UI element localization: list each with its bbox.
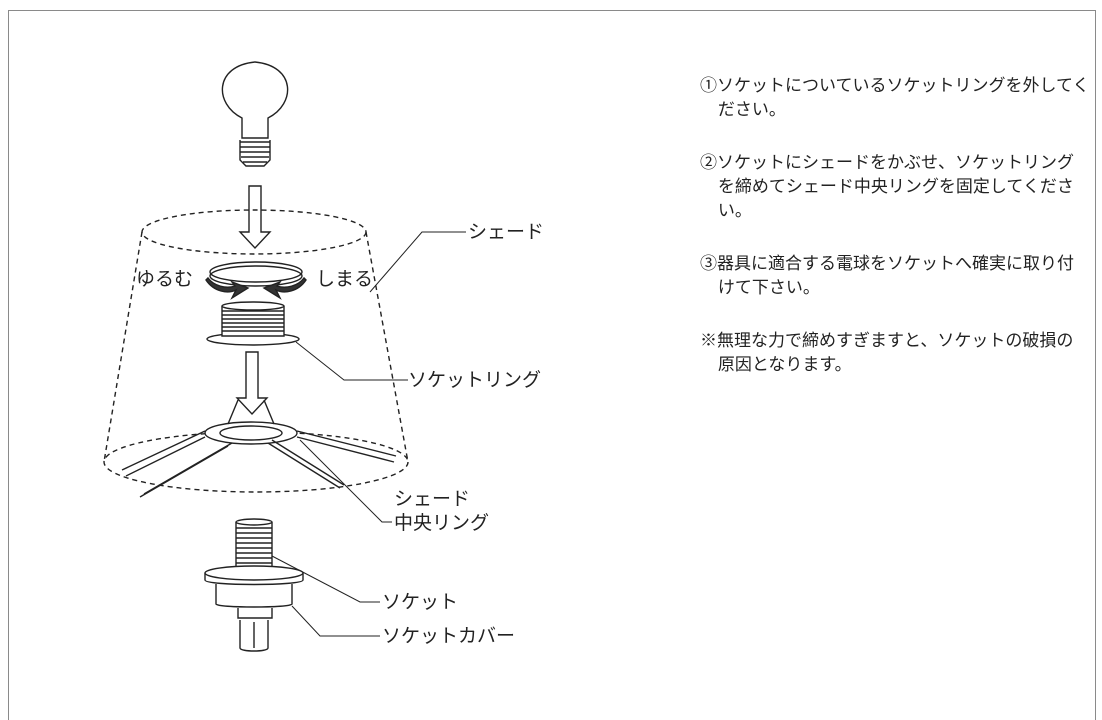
tighten-label: しまる [316,268,374,290]
down-arrow-icon [235,351,269,416]
leader-lines [271,231,466,637]
instruction-text: ③器具に適合する電球をソケットへ確実に取り付けて下さい。 [700,254,1074,298]
socket-ring-label: ソケットリング [408,369,542,391]
socket-cover-label: ソケットカバー [382,625,516,647]
instruction-text: ②ソケットにシェードをかぶせ、ソケットリングを締めてシェード中央リングを固定して… [700,153,1074,221]
socket-label: ソケット [382,591,459,613]
bulb-illustration [221,61,289,167]
socket-ring-illustration [206,301,300,346]
instruction-step-2: ②ソケットにシェードをかぶせ、ソケットリングを締めてシェード中央リングを固定して… [700,151,1090,223]
down-arrow-icon [238,185,272,250]
rotation-arrows-icon [205,261,307,300]
shade-illustration [103,209,409,493]
instruction-text: ①ソケットについているソケットリングを外してください。 [700,76,1090,120]
diagram-frame [8,10,1096,720]
shade-center-ring-illustration [121,399,397,498]
instruction-warning: ※無理な力で締めすぎますと、ソケットの破損の原因となります。 [700,329,1090,377]
shade-center-ring-label-1: シェード [394,488,471,510]
shade-label: シェード [468,221,545,243]
instruction-step-3: ③器具に適合する電球をソケットへ確実に取り付けて下さい。 [700,252,1090,300]
socket-illustration [204,518,304,652]
loosen-label: ゆるむ [136,268,194,290]
instruction-step-1: ①ソケットについているソケットリングを外してください。 [700,74,1090,122]
shade-center-ring-label-2: 中央リング [394,512,490,534]
instruction-text: ※無理な力で締めすぎますと、ソケットの破損の原因となります。 [700,331,1074,375]
